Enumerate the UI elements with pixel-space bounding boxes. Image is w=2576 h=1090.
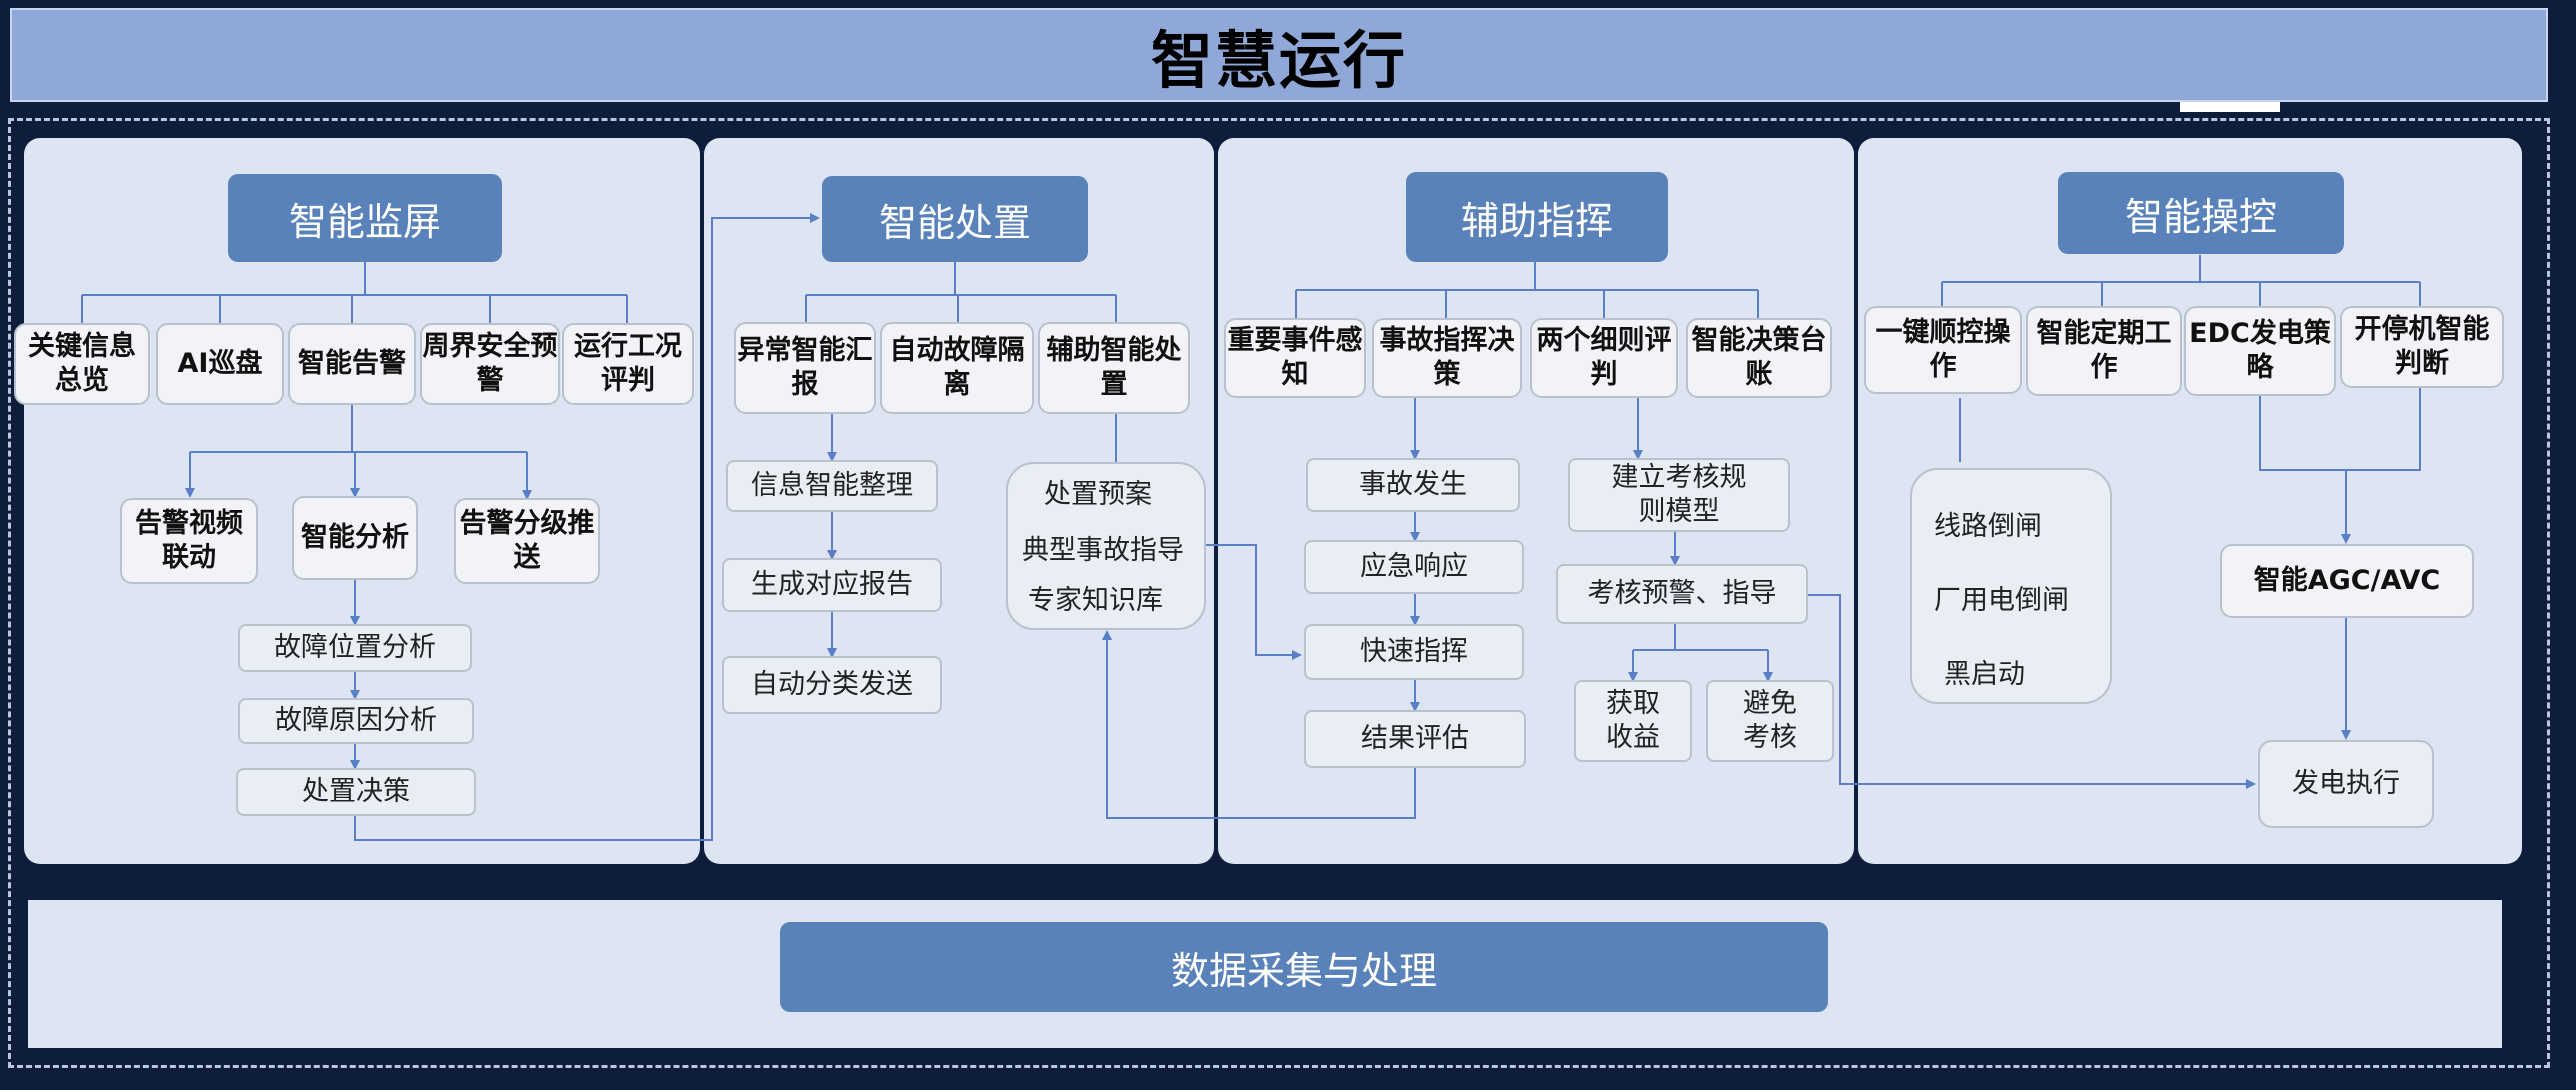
item-fault-cause: 故障原因分析 bbox=[238, 698, 474, 744]
item-auto-dispatch: 自动分类发送 bbox=[722, 656, 942, 714]
item-fast-command: 快速指挥 bbox=[1304, 624, 1524, 680]
page-title: 智慧运行 bbox=[1150, 24, 1407, 97]
item-avoid-penalty: 避免考核 bbox=[1706, 680, 1834, 762]
item-gain-revenue: 获取收益 bbox=[1574, 680, 1692, 762]
item-one-key-control: 一键顺控操作 bbox=[1864, 306, 2022, 394]
header-command: 辅助指挥 bbox=[1406, 172, 1668, 262]
item-alarm-grading: 告警分级推送 bbox=[454, 498, 600, 584]
outer-frame bbox=[8, 118, 2550, 1068]
item-fault-location: 故障位置分析 bbox=[238, 624, 472, 672]
item-report-generation: 生成对应报告 bbox=[722, 558, 942, 612]
item-event-awareness: 重要事件感知 bbox=[1224, 318, 1366, 398]
item-assessment-warning: 考核预警、指导 bbox=[1556, 564, 1808, 624]
item-two-rules: 两个细则评判 bbox=[1530, 318, 1678, 398]
list-item-accident-guide: 典型事故指导 bbox=[1022, 535, 1184, 566]
title-bar: 智慧运行 bbox=[10, 8, 2548, 102]
item-rule-model: 建立考核规则模型 bbox=[1568, 458, 1790, 532]
item-result-evaluation: 结果评估 bbox=[1304, 710, 1526, 768]
list-item-station-switch: 厂用电倒闸 bbox=[1934, 585, 2069, 616]
data-processing-bar: 数据采集与处理 bbox=[780, 922, 1828, 1012]
item-abnormal-report: 异常智能汇报 bbox=[734, 322, 876, 414]
item-power-execution: 发电执行 bbox=[2258, 740, 2434, 828]
item-key-info: 关键信息总览 bbox=[14, 323, 150, 405]
header-control: 智能操控 bbox=[2058, 172, 2344, 254]
item-accident-occurs: 事故发生 bbox=[1306, 458, 1520, 512]
item-periodic-work: 智能定期工作 bbox=[2026, 306, 2182, 396]
list-item-expert-kb: 专家知识库 bbox=[1028, 585, 1163, 616]
title-tab bbox=[2180, 102, 2280, 112]
list-item-plan: 处置预案 bbox=[1044, 479, 1152, 510]
item-agc-avc: 智能AGC/AVC bbox=[2220, 544, 2474, 618]
item-decision-ledger: 智能决策台账 bbox=[1686, 318, 1832, 398]
list-item-line-switch: 线路倒闸 bbox=[1934, 511, 2042, 542]
item-emergency-response: 应急响应 bbox=[1304, 540, 1524, 594]
item-smart-alarm: 智能告警 bbox=[288, 323, 416, 405]
item-accident-command: 事故指挥决策 bbox=[1372, 318, 1522, 398]
item-ai-patrol: AI巡盘 bbox=[156, 323, 284, 405]
item-perimeter-warning: 周界安全预警 bbox=[420, 323, 560, 405]
item-fault-isolation: 自动故障隔离 bbox=[880, 322, 1034, 414]
header-disposal: 智能处置 bbox=[822, 176, 1088, 262]
item-alarm-video-link: 告警视频联动 bbox=[120, 498, 258, 584]
header-monitor: 智能监屏 bbox=[228, 174, 502, 262]
item-edc-strategy: EDC发电策略 bbox=[2184, 306, 2336, 396]
item-assisted-disposal: 辅助智能处置 bbox=[1038, 322, 1190, 414]
control-operation-list bbox=[1910, 468, 2112, 704]
disposal-knowledge-list bbox=[1006, 462, 1206, 630]
item-disposal-decision: 处置决策 bbox=[236, 768, 476, 816]
item-start-stop-judgment: 开停机智能判断 bbox=[2340, 306, 2504, 388]
item-smart-analysis: 智能分析 bbox=[292, 496, 418, 580]
item-info-sorting: 信息智能整理 bbox=[726, 460, 938, 512]
item-condition-evaluation: 运行工况评判 bbox=[562, 323, 694, 405]
list-item-black-start: 黑启动 bbox=[1944, 659, 2025, 690]
